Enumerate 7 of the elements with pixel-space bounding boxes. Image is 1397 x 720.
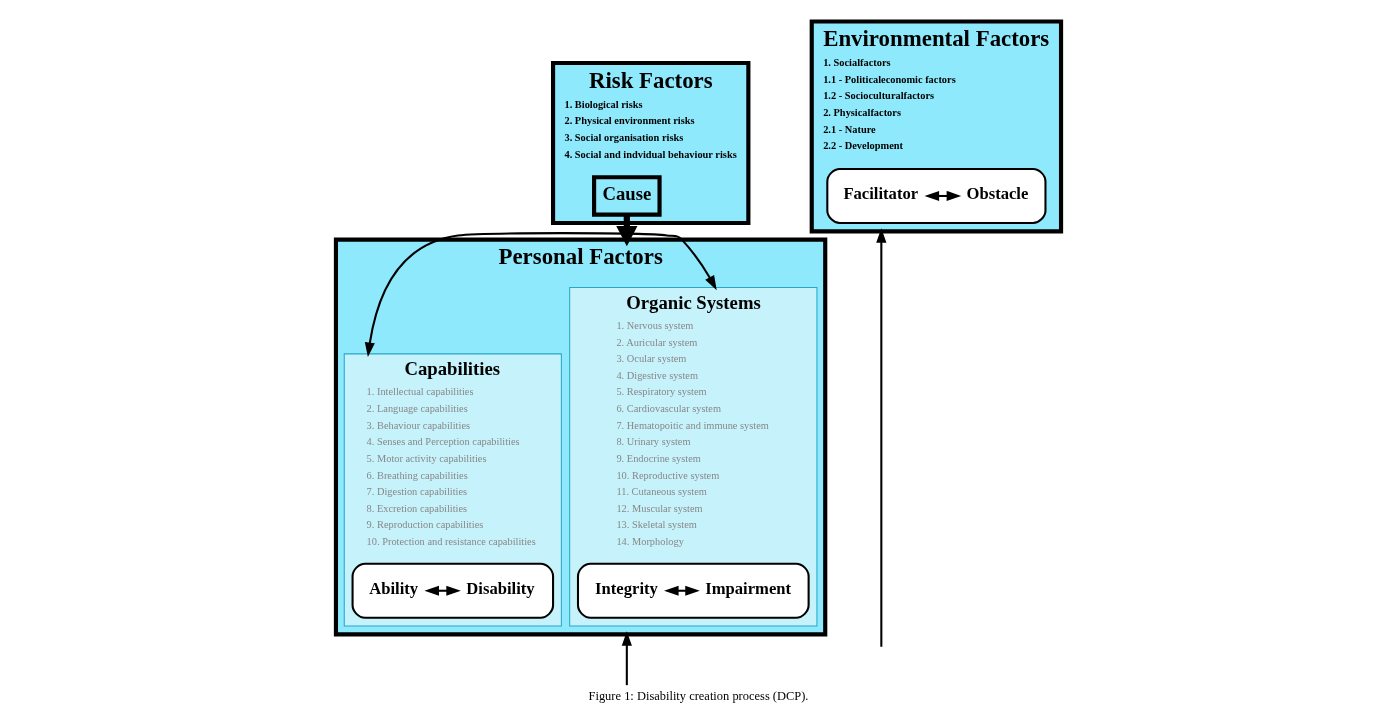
node-text: Obstacle [966,183,1029,203]
node-text: Disability [466,578,535,598]
caption: Figure 1: Disability creation process (DCP). [588,688,809,703]
node-text: Ability [369,578,419,598]
node-text: Facilitator [843,183,919,203]
node-text: Impairment [705,578,792,598]
node-text: Integrity [595,578,658,598]
